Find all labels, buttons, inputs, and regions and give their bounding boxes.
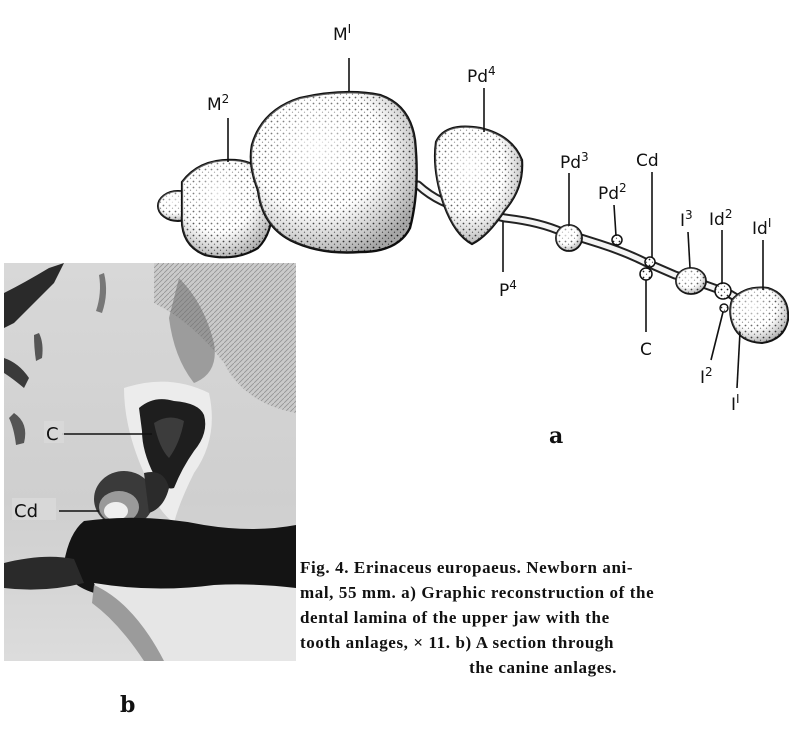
label-p4: P4 bbox=[499, 278, 517, 301]
label-m2: M2 bbox=[207, 92, 229, 115]
label-pd3: Pd3 bbox=[560, 150, 589, 173]
figure-caption: Fig. 4. Erinaceus europaeus. Newborn ani… bbox=[300, 555, 786, 680]
caption-line-5: the canine anlages. bbox=[300, 655, 786, 680]
tooth-m1 bbox=[251, 92, 417, 252]
caption-line-4: tooth anlages, × 11. b) A section throug… bbox=[300, 630, 786, 655]
label-i1: II bbox=[731, 392, 740, 415]
label-b-cd: Cd bbox=[14, 501, 38, 522]
tooth-c bbox=[640, 268, 652, 280]
caption-line-2: mal, 55 mm. a) Graphic reconstruction of… bbox=[300, 580, 786, 605]
label-i3: I3 bbox=[680, 208, 693, 231]
label-pd4: Pd4 bbox=[467, 64, 496, 87]
label-c: C bbox=[640, 340, 652, 360]
tooth-id1 bbox=[730, 288, 788, 344]
tooth-i2 bbox=[720, 304, 728, 312]
label-cd: Cd bbox=[636, 151, 659, 171]
tooth-i3 bbox=[676, 268, 706, 294]
tooth-pd3 bbox=[556, 225, 582, 251]
tooth-id2 bbox=[715, 283, 731, 299]
label-id1: IdI bbox=[752, 216, 771, 239]
panel-letter-b: b bbox=[120, 692, 135, 718]
label-id2: Id2 bbox=[709, 207, 732, 230]
histology-photo-b: C Cd bbox=[4, 263, 296, 661]
caption-line-3: dental lamina of the upper jaw with the bbox=[300, 605, 786, 630]
tooth-cd bbox=[645, 257, 655, 267]
label-i2: I2 bbox=[700, 365, 713, 388]
tooth-pd4 bbox=[435, 127, 522, 244]
caption-line-1: Fig. 4. Erinaceus europaeus. Newborn ani… bbox=[300, 555, 786, 580]
tooth-pd2 bbox=[612, 235, 622, 245]
label-m1: MI bbox=[333, 22, 351, 45]
panel-letter-a: a bbox=[549, 423, 563, 449]
label-pd2: Pd2 bbox=[598, 181, 627, 204]
label-b-c: C bbox=[46, 424, 59, 445]
